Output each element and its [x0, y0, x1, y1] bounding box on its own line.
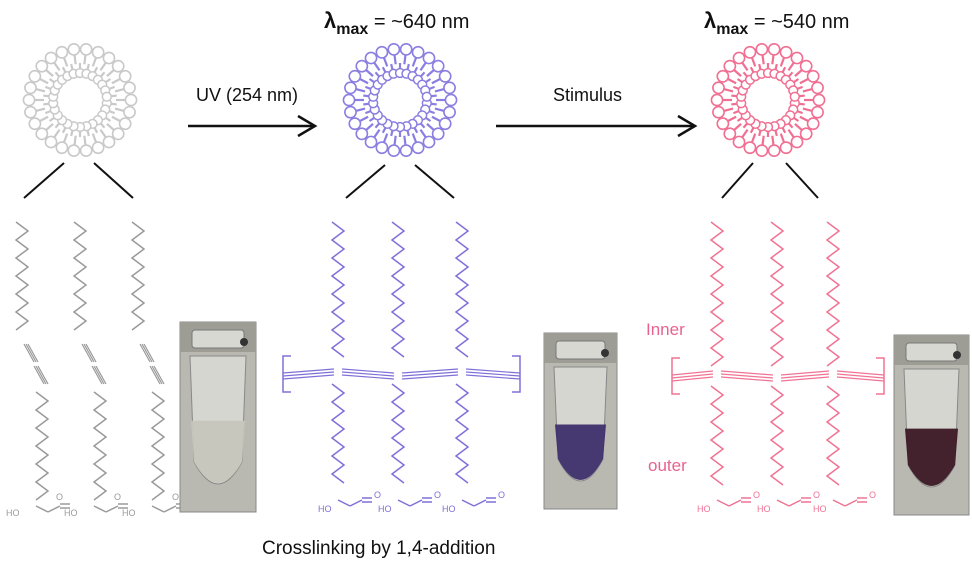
monomer-chain: HO O [122, 221, 186, 518]
o-label: O [753, 490, 760, 500]
red-polymer-chains: HO O HO O HO O [671, 221, 885, 514]
blue-phase-vesicle [342, 42, 458, 158]
ho-label: HO [122, 508, 136, 518]
o-label: O [813, 490, 820, 500]
o-label: O [56, 492, 63, 502]
ho-label: HO [64, 508, 78, 518]
uv-arrow-head [297, 114, 318, 138]
lambda-max-red-label: λmax = ~540 nm [704, 8, 850, 38]
o-label: O [869, 490, 876, 500]
ho-label: HO [378, 504, 392, 514]
stimulus-arrow-head [677, 114, 698, 138]
monomer-chain: HO O [64, 221, 128, 518]
monomer-vesicle [22, 42, 138, 158]
ho-label: HO [813, 504, 827, 514]
o-label: O [114, 492, 121, 502]
o-label: O [498, 490, 505, 500]
monomer-chain: HO O [6, 221, 70, 518]
ho-label: HO [442, 504, 456, 514]
ho-label: HO [6, 508, 20, 518]
ho-label: HO [697, 504, 711, 514]
stimulus-label: Stimulus [553, 85, 623, 105]
ho-label: HO [318, 504, 332, 514]
ho-label: HO [757, 504, 771, 514]
red-vial-photo [893, 334, 970, 516]
o-label: O [172, 492, 179, 502]
lambda-max-blue-label: λmax = ~640 nm [324, 8, 470, 38]
o-label: O [374, 490, 381, 500]
caption: Crosslinking by 1,4-addition [262, 538, 496, 559]
zoom-lines [23, 162, 819, 199]
inner-label: Inner [646, 320, 685, 339]
uv-label: UV (254 nm) [196, 85, 299, 105]
o-label: O [434, 490, 441, 500]
reaction-arrows [188, 114, 698, 138]
monomer-vial-photo [179, 321, 257, 513]
outer-label: outer [648, 456, 687, 475]
red-phase-vesicle [710, 42, 826, 158]
blue-vial-photo [543, 332, 618, 510]
